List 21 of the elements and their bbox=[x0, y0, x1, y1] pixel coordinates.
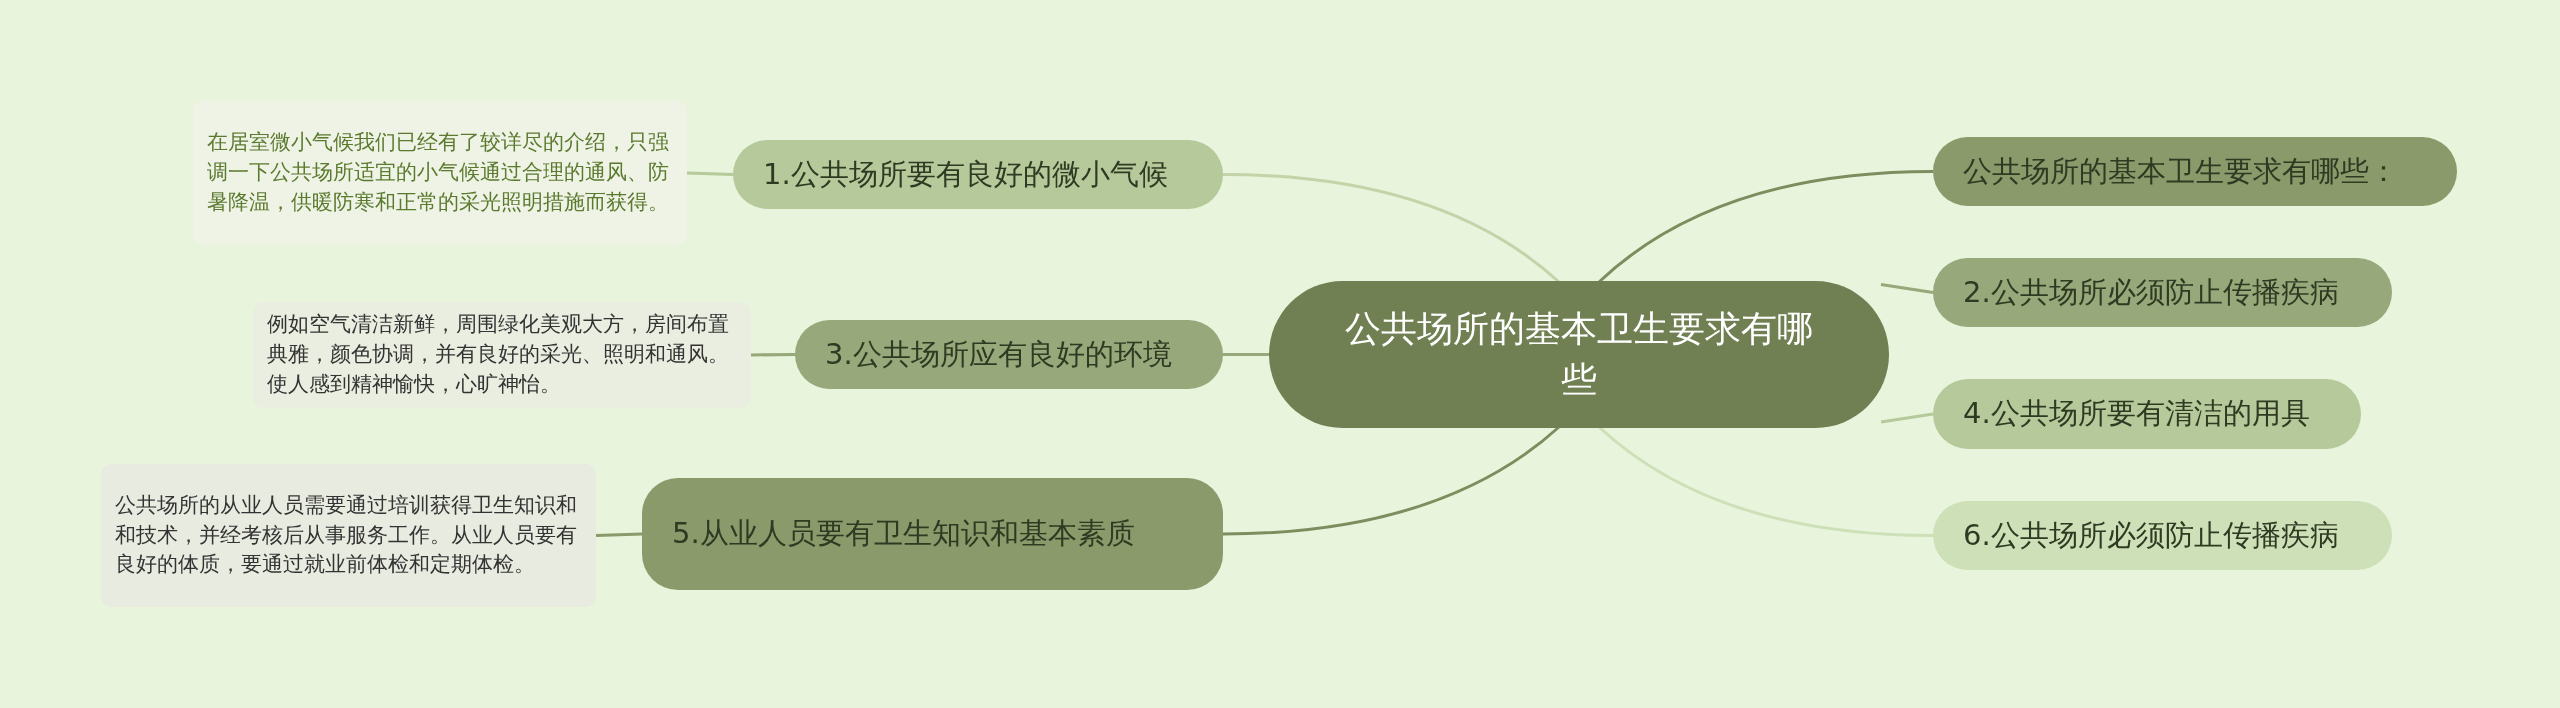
connector-line bbox=[1598, 170, 1934, 284]
note-box: 例如空气清洁新鲜，周围绿化美观大方，房间布置典雅，颜色协调，并有良好的采光、照明和通风。使人感到精神愉快，心旷神怡。 bbox=[253, 302, 751, 408]
connector-line bbox=[595, 532, 643, 537]
connector-line bbox=[1598, 425, 1934, 537]
connector-line bbox=[1222, 425, 1560, 536]
topic-box: 1.公共场所要有良好的微小气候 bbox=[733, 140, 1223, 209]
note-box: 在居室微小气候我们已经有了较详尽的介绍，只强调一下公共场所适宜的小气候通过合理的通风、防暑降温，供暖防寒和正常的采光照明措施而获得。 bbox=[193, 101, 687, 245]
topic-box: 4.公共场所要有清洁的用具 bbox=[1933, 379, 2361, 449]
connector-line bbox=[1223, 353, 1271, 356]
connector-line bbox=[1880, 412, 1934, 424]
central-topic-box: 公共场所的基本卫生要求有哪些 bbox=[1269, 281, 1889, 428]
topic-box: 2.公共场所必须防止传播疾病 bbox=[1933, 258, 2392, 327]
connector-line bbox=[1880, 283, 1934, 294]
topic-box: 5.从业人员要有卫生知识和基本素质 bbox=[642, 478, 1223, 590]
connector-line bbox=[751, 353, 795, 357]
connector-line bbox=[1222, 173, 1560, 284]
topic-box: 6.公共场所必须防止传播疾病 bbox=[1933, 501, 2392, 570]
connector-line bbox=[686, 171, 734, 176]
note-box: 公共场所的从业人员需要通过培训获得卫生知识和和技术，并经考核后从事服务工作。从业人员要有良好的体质，要通过就业前体检和定期体检。 bbox=[101, 464, 596, 607]
topic-box: 公共场所的基本卫生要求有哪些： bbox=[1933, 137, 2457, 206]
topic-box: 3.公共场所应有良好的环境 bbox=[795, 320, 1223, 389]
